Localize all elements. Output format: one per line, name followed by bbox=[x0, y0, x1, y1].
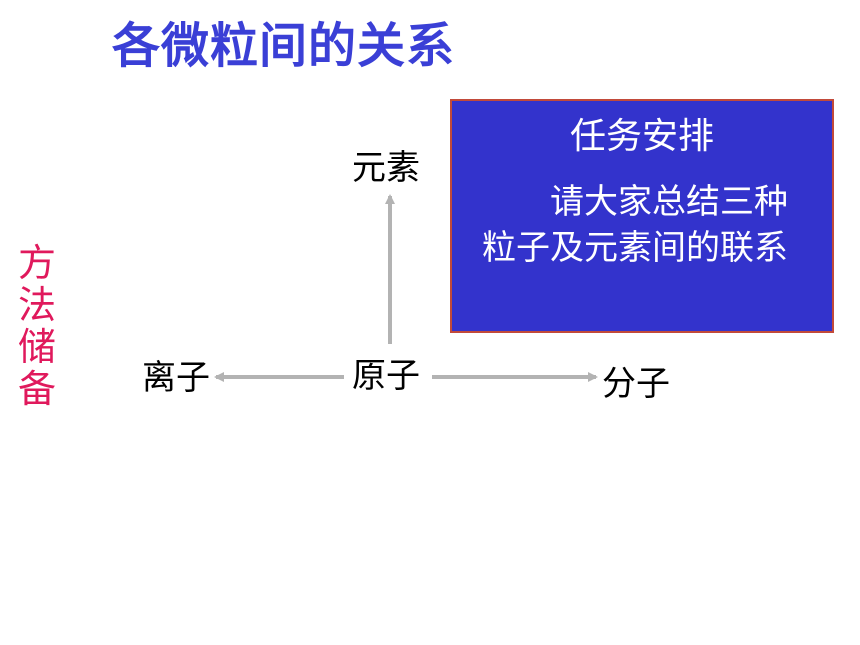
slide-title: 各微粒间的关系 bbox=[112, 18, 456, 74]
task-heading: 任务安排 bbox=[569, 116, 714, 157]
node-atom: 原子 bbox=[352, 356, 420, 396]
node-ion: 离子 bbox=[142, 358, 210, 398]
task-body: 请大家总结三种粒子及元素间的联系 bbox=[482, 182, 788, 268]
side-label: 方法储备 bbox=[17, 241, 56, 411]
node-element: 元素 bbox=[352, 148, 420, 188]
node-molecule: 分子 bbox=[602, 364, 670, 404]
task-box: 任务安排 请大家总结三种粒子及元素间的联系 bbox=[450, 99, 834, 333]
